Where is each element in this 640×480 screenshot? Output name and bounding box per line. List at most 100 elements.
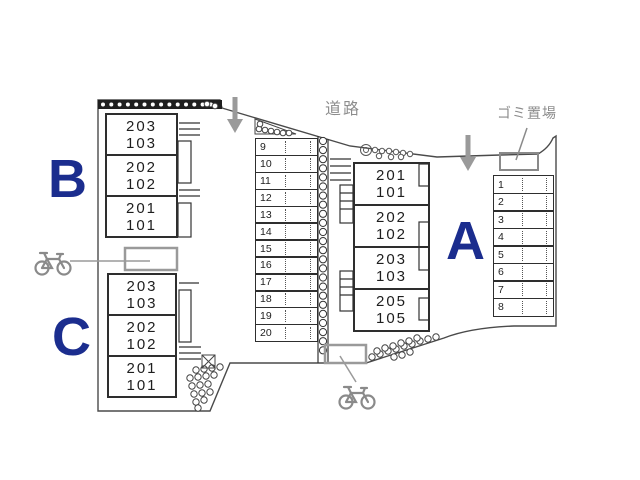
parking-space-14: 14 [255,222,318,241]
parking-space-number: 15 [260,242,272,255]
parking-space-18: 18 [255,290,318,309]
parking-space-6: 6 [493,262,554,282]
parking-divider-line [284,259,286,272]
parking-divider-line [309,157,311,171]
parking-space-number: 17 [260,276,272,289]
garbage-area-label: ゴミ置場 [497,105,557,121]
room-number-upper: 205 [375,293,408,310]
parking-space-number: 11 [260,174,271,187]
parking-space-20: 20 [255,323,318,343]
gravel-area-bottom-left [186,354,224,412]
parking-divider-line [545,213,547,226]
parking-space-number: 19 [260,310,272,323]
parking-divider-line [545,248,547,261]
parking-divider-line [309,276,311,289]
parking-space-10: 10 [255,154,318,174]
parking-divider-line [284,225,286,238]
parking-divider-line [284,208,286,221]
parking-divider-line [521,195,523,209]
parking-space-4: 4 [493,227,554,247]
bicycle-parking-bottom-box [323,343,368,365]
parking-divider-line [545,230,547,244]
room-number-lower: 102 [125,175,158,193]
parking-divider-line [309,259,311,272]
parking-space-number: 4 [498,231,504,243]
parking-divider-line [284,141,286,154]
gravel-strip-vertical [317,136,329,363]
site-boundary [97,99,557,412]
room-number-upper: 202 [126,318,158,336]
parking-divider-line [521,230,523,244]
room-number-lower: 103 [375,268,408,285]
parking-space-number: 9 [260,141,266,154]
bicycle-parking-bottom-pointer [339,355,357,383]
parking-divider-line [284,242,286,255]
parking-space-number: 2 [498,196,504,208]
garbage-area-box [499,152,539,171]
gravel-path-a [360,144,414,161]
building-b-details [177,122,200,238]
parking-divider-line [521,248,523,261]
room-number-lower: 101 [125,216,158,234]
room-number-lower: 101 [375,184,408,201]
manhole-icon [360,144,372,156]
parking-divider-line [309,208,311,221]
parking-space-2: 2 [493,192,554,212]
building-b-label: B [48,149,87,209]
building-a-label: A [446,211,485,271]
parking-space-11: 11 [255,171,318,191]
room-number-upper: 202 [125,158,158,176]
gravel-area-bottom-middle [368,333,440,361]
parking-space-3: 3 [493,210,554,229]
garbage-area-pointer [515,127,528,161]
parking-divider-line [309,225,311,238]
parking-space-7: 7 [493,280,554,299]
parking-divider-line [545,300,547,314]
down-arrow-icon [460,135,476,171]
parking-divider-line [284,326,286,340]
room-number-upper: 203 [126,277,158,295]
room-number-upper: 201 [375,167,408,184]
room-number-upper: 203 [375,251,408,268]
gravel-wedge [203,100,297,137]
parking-space-number: 7 [498,283,504,296]
parking-space-number: 6 [498,266,504,278]
parking-divider-line [284,309,286,323]
parking-divider-line [309,293,311,306]
parking-space-number: 20 [260,326,272,339]
parking-divider-line [545,195,547,209]
parking-divider-line [284,174,286,188]
parking-space-1: 1 [493,175,554,194]
parking-divider-line [545,283,547,296]
parking-divider-line [284,191,286,205]
down-arrow-icon [227,97,243,133]
parking-divider-line [545,265,547,279]
room-number-upper: 201 [126,359,158,377]
room-number-lower: 101 [126,376,158,394]
parking-divider-line [309,191,311,205]
parking-divider-line [309,242,311,255]
room-number-lower: 102 [126,335,158,353]
parking-divider-line [545,178,547,191]
room-number-lower: 105 [375,310,408,327]
parking-space-5: 5 [493,245,554,264]
parking-space-8: 8 [493,297,554,317]
parking-divider-line [521,213,523,226]
parking-space-9: 9 [255,138,318,157]
parking-space-19: 19 [255,306,318,326]
parking-space-17: 17 [255,273,318,292]
